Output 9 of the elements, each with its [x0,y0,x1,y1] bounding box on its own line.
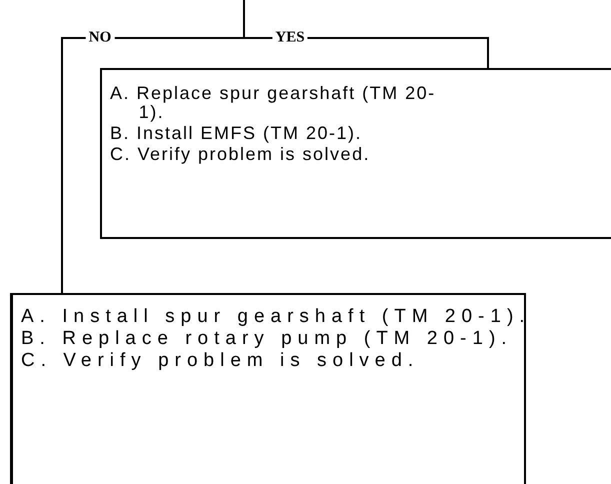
step-text: C. Verify problem is solved. [21,350,420,371]
process-box [10,293,526,484]
connector-line [61,0,245,293]
process-box [100,68,611,239]
step-text: C. Verify problem is solved. [110,144,372,164]
step-text: B. Install EMFS (TM 20-1). [110,124,364,143]
step-text: A. Install spur gearshaft (TM 20-1). [21,307,532,327]
step-text: B. Replace rotary pump (TM 20-1). [21,328,514,349]
step-text: A. Replace spur gearshaft (TM 20-1). [110,84,437,122]
